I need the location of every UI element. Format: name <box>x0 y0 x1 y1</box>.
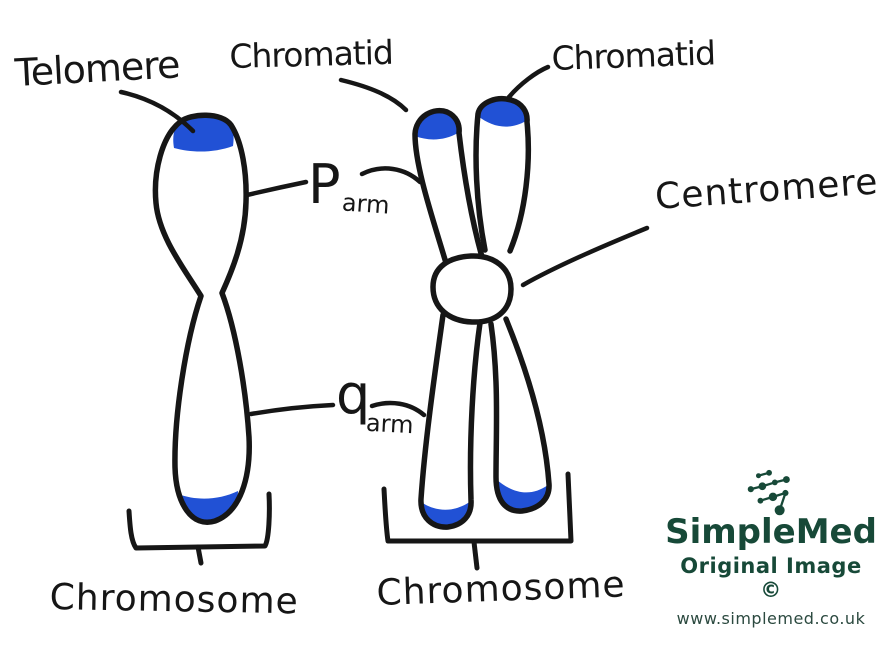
chromatid-right-label: Chromatid <box>550 33 716 78</box>
right-bracket-tick <box>471 539 480 571</box>
q-arm-right-pointer-line <box>369 400 427 418</box>
simplemed-molecule-icon <box>747 469 790 515</box>
lower-left-chromatid-outline <box>418 312 483 530</box>
lower-right-chromatid <box>488 316 552 514</box>
p-arm-right-pointer-line <box>359 166 423 185</box>
telomere-pointer-line <box>118 89 196 134</box>
lower-right-chromatid-body <box>491 319 550 512</box>
left-chromosome <box>152 112 252 525</box>
chromatid-right-pointer-line <box>506 64 551 100</box>
lower-right-chromatid-outline <box>488 316 552 514</box>
upper-right-chromatid <box>473 96 532 256</box>
telomere-label: Telomere <box>13 42 181 95</box>
lower-left-chromatid <box>418 312 483 530</box>
simplemed-url-text: www.simplemed.co.uk <box>676 609 866 628</box>
upper-right-chromatid-body <box>476 98 529 256</box>
upper-left-chromatid-body <box>415 110 482 266</box>
right-chromosome-bracket <box>381 471 574 544</box>
left-top-telomere-cap <box>173 112 234 152</box>
lower-left-telomere-cap <box>421 501 471 527</box>
right-chromosome <box>412 96 552 530</box>
p-arm-subscript: arm <box>341 188 391 220</box>
pointer-lines <box>118 64 650 418</box>
left-chromosome-outline <box>152 112 252 525</box>
upper-left-chromatid-outline <box>412 108 485 266</box>
p-arm-left-pointer-line <box>244 179 309 198</box>
chromosome-left-label: Chromosome <box>49 577 300 623</box>
q-arm-subscript: arm <box>365 408 415 440</box>
upper-right-chromatid-outline <box>473 96 532 254</box>
chromatid-left-pointer-line <box>338 77 409 113</box>
simplemed-brand-text: SimpleMed <box>665 511 877 552</box>
brackets <box>126 471 574 571</box>
q-arm-label: q <box>336 363 371 426</box>
left-chromosome-body <box>155 115 250 523</box>
q-arm-left-pointer-line <box>248 402 336 417</box>
chromosome-right-label: Chromosome <box>375 564 627 614</box>
original-image-caption: Original Image © <box>680 554 862 602</box>
chromatid-left-label: Chromatid <box>228 32 394 76</box>
upper-right-telomere-cap <box>478 98 527 127</box>
lower-right-telomere-cap <box>496 479 549 511</box>
left-bracket-tick <box>195 544 204 566</box>
watermark: SimpleMed Original Image © www.simplemed… <box>665 468 877 628</box>
centromere-pointer-line <box>520 225 650 288</box>
centromere-shape <box>430 253 514 325</box>
p-arm-label: P <box>308 153 341 216</box>
upper-left-chromatid <box>412 108 485 266</box>
